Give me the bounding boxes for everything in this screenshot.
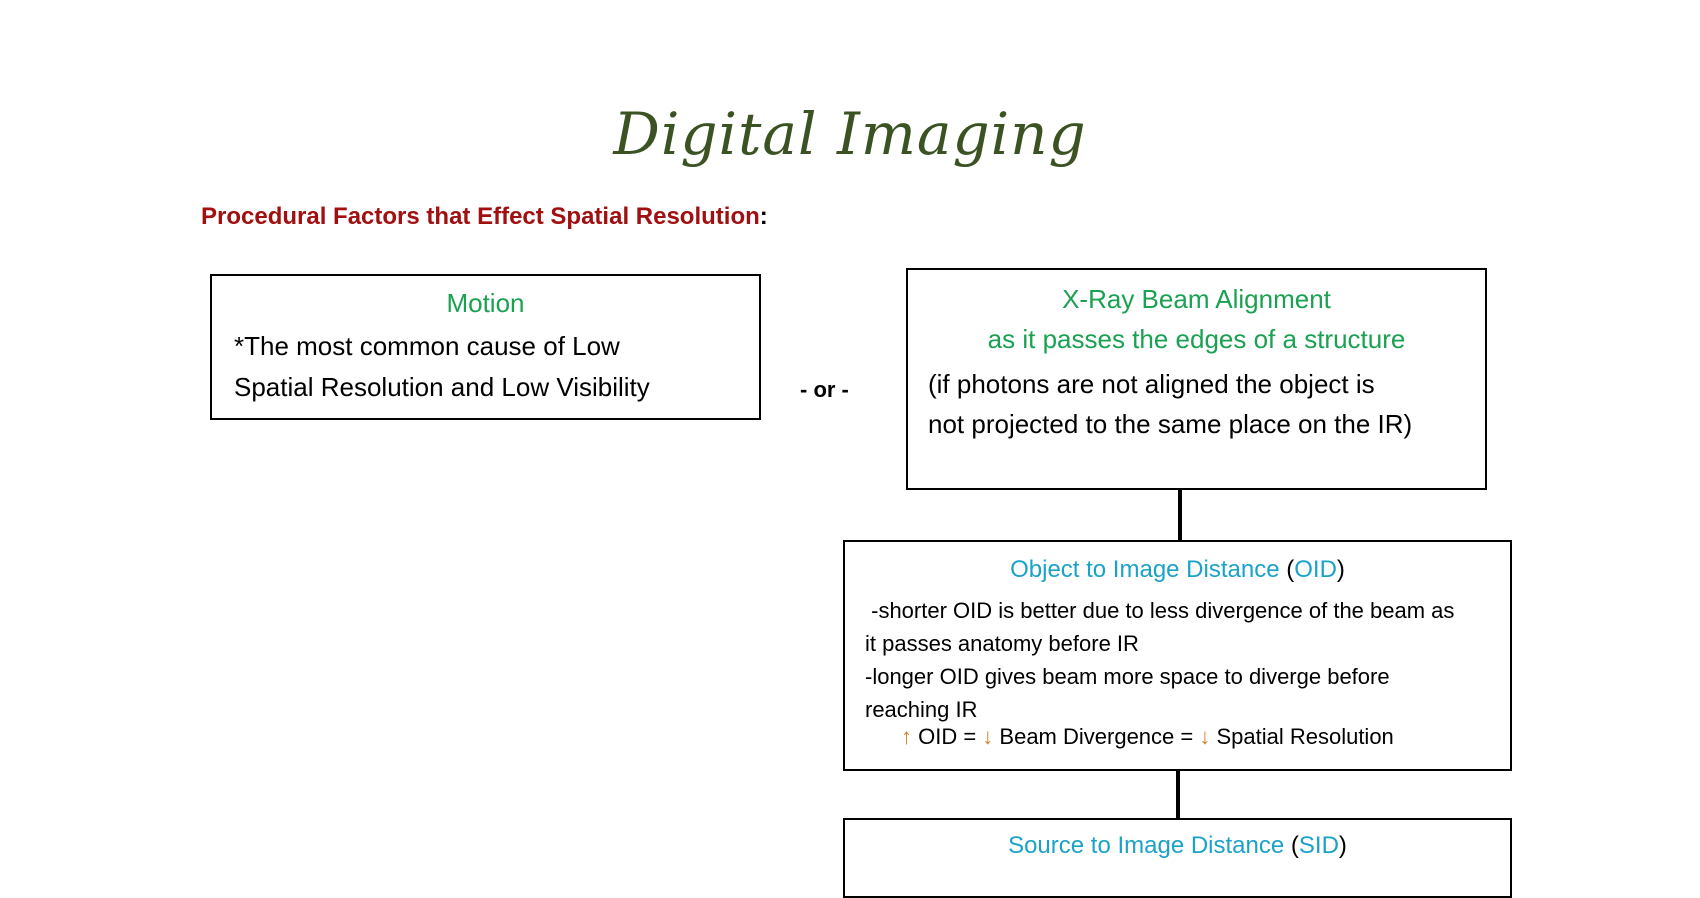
motion-box-line-1: *The most common cause of Low	[234, 331, 620, 361]
formula-part-1: OID =	[912, 724, 983, 749]
down-arrow-icon: ↓	[982, 724, 994, 749]
sid-box-title: Source to Image Distance (SID)	[845, 832, 1510, 860]
or-label: - or -	[800, 377, 849, 402]
beam-alignment-subtitle: as it passes the edges of a structure	[987, 324, 1406, 354]
connector-line	[1178, 490, 1182, 540]
down-arrow-icon: ↓	[1199, 724, 1211, 749]
page-title: Digital Imaging	[613, 100, 1087, 168]
section-heading-text: Procedural Factors that Effect Spatial R…	[201, 203, 760, 230]
oid-box: Object to Image Distance (OID) -shorter …	[843, 540, 1512, 771]
connector-line	[1176, 771, 1180, 818]
oid-line-4: reaching IR	[865, 697, 978, 722]
beam-alignment-title: X-Ray Beam Alignment	[1062, 284, 1331, 314]
formula-part-2: Beam Divergence =	[993, 724, 1200, 749]
section-heading: Procedural Factors that Effect Spatial R…	[201, 203, 768, 231]
oid-line-1: -shorter OID is better due to less diver…	[865, 598, 1455, 623]
sid-box: Source to Image Distance (SID)	[843, 818, 1512, 898]
beam-alignment-body: (if photons are not aligned the object i…	[928, 364, 1412, 444]
oid-title-open: (	[1279, 556, 1295, 583]
sid-title-open: (	[1284, 832, 1299, 859]
oid-title-close: )	[1336, 556, 1345, 583]
sid-title-abbr: SID	[1298, 832, 1339, 859]
up-arrow-icon: ↑	[901, 724, 912, 749]
sid-title-main: Source to Image Distance	[1008, 832, 1285, 859]
oid-line-3: -longer OID gives beam more space to div…	[865, 664, 1390, 689]
formula-part-3: Spatial Resolution	[1210, 724, 1394, 749]
motion-box-body: *The most common cause of Low Spatial Re…	[234, 326, 650, 408]
motion-box-line-2: Spatial Resolution and Low Visibility	[234, 372, 650, 402]
oid-line-2: it passes anatomy before IR	[865, 631, 1139, 656]
sid-title-close: )	[1338, 832, 1347, 859]
beam-alignment-line-1: (if photons are not aligned the object i…	[928, 369, 1375, 399]
oid-box-title: Object to Image Distance (OID)	[845, 556, 1510, 584]
motion-box: Motion *The most common cause of Low Spa…	[210, 274, 761, 420]
section-heading-colon: :	[759, 203, 768, 230]
oid-title-main: Object to Image Distance	[1010, 556, 1280, 583]
beam-alignment-line-2: not projected to the same place on the I…	[928, 409, 1413, 439]
beam-alignment-box: X-Ray Beam Alignment as it passes the ed…	[906, 268, 1487, 490]
oid-box-body: -shorter OID is better due to less diver…	[865, 594, 1454, 726]
oid-title-abbr: OID	[1294, 556, 1337, 583]
oid-formula: ↑ OID = ↓ Beam Divergence = ↓ Spatial Re…	[901, 724, 1394, 750]
motion-box-title: Motion	[446, 288, 525, 318]
